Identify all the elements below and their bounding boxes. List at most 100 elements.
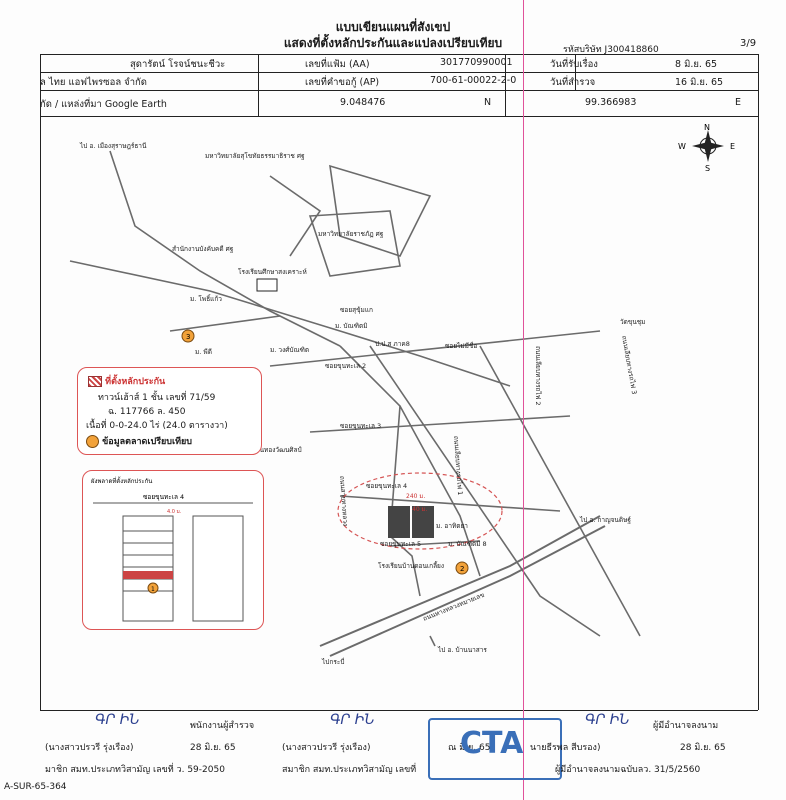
label-resort: เรือนทองวัฒนศิลป์ [250, 446, 302, 454]
compass-east: E [730, 142, 735, 151]
inset-drawing: ผังพลาดที่ตั้งหลักประกัน ซอยขุนทะเล 4 4.… [91, 475, 253, 622]
inset-pin-label: 1 [151, 586, 155, 593]
label-to-surat: ไป อ. เมืองสุราษฎร์ธานี [79, 142, 147, 150]
comparison-circle-icon [86, 435, 99, 448]
label-to-krabi: ไปกระบี่ [321, 657, 344, 666]
table-right-border [758, 54, 759, 710]
label-soi-2: ซอยขุนทะเล 2 [325, 362, 366, 370]
school-icon [256, 278, 278, 292]
soi-khunthale-2 [269, 330, 601, 367]
title-line-1: แบบเขียนแผนที่สังเขป [335, 20, 451, 34]
approver-date: 28 มิ.ย. 65 [680, 743, 726, 753]
campus-outline [269, 175, 322, 257]
label-soi-3: ซอยขุนทะเล 3 [340, 422, 381, 430]
label-school: โรงเรียนศึกษาสงเคราะห์ [238, 268, 307, 276]
reference-number: รหัสบริษัท J300418860 [563, 42, 659, 56]
label-soi-sukkhum: ซอยสุขุ้มแก [340, 306, 373, 314]
legend-comparison: ข้อมูลตลาดเปรียบเทียบ [86, 434, 192, 448]
inset-pin-1 [147, 582, 159, 594]
soi-khunthale-5 [389, 540, 481, 547]
label-soi-maimi: ซอยไม่มีชื่อ [445, 341, 477, 350]
legend-line-3: เนื้อที่ 0-0-24.0 ไร่ (24.0 ตารางวา) [86, 421, 228, 431]
campus-outline-2 [329, 164, 432, 257]
label-soi-4: ซอยขุนทะเล 4 [366, 482, 407, 490]
road-highway-2 [329, 525, 606, 657]
label-uni-rajabhat: มหาวิทยาลัยราชภัฏ ศฐ [318, 230, 384, 238]
road-highway [319, 515, 601, 647]
label-village-bundit2: ม. บัณฑิตมิ 8 [448, 540, 487, 548]
distance-circle [337, 472, 503, 550]
reference-label: รหัสบริษัท [563, 45, 602, 55]
pin-2-label: 2 [460, 565, 464, 573]
legend-comparison-label: ข้อมูลตลาดเปรียบเทียบ [102, 437, 193, 447]
compass-west: W [678, 142, 686, 151]
label-distance-40: 40 ม. [412, 506, 427, 513]
inspector-role: พนักงานผู้สำรวจ [190, 721, 255, 731]
compass-north: N [704, 123, 710, 132]
road-east-west [69, 260, 511, 387]
label-soi-5: ซอยขุนทะเล 5 [380, 540, 421, 548]
survey-date-label: วันที่สำรวจ [550, 77, 596, 88]
info-table-top-border [40, 54, 758, 55]
inset-soi-label: ซอยขุนทะเล 4 [143, 493, 184, 501]
approver-role: ผู้มีอำนาจลงนาม [653, 721, 719, 731]
info-row-2: ล ไทย แอฟไพรซอล จำกัด เลขที่คำขอกู้ (AP)… [40, 72, 758, 91]
label-road-rural-2: ถนนเลียบทางรถไฟ 2 [534, 346, 542, 406]
approver-signature: ԳՐ ԻՆ [585, 712, 630, 728]
pin-3-label: 3 [186, 333, 190, 341]
comparison-pin-3 [181, 329, 195, 343]
label-to-bannasan: ไป อ. บ้านนาสาร [437, 646, 487, 654]
latitude-direction: N [484, 97, 492, 108]
road-to-bannasan [429, 635, 436, 647]
inset-title: ผังพลาดที่ตั้งหลักประกัน [91, 475, 152, 485]
label-uni-sukhothai: มหาวิทยาลัยสุโขทัยธรรมาธิราช ศฐ [205, 152, 305, 160]
collateral-swatch-icon [88, 376, 102, 387]
label-pps: ป.ป.ส ภาค8 [375, 340, 410, 348]
label-road-highway: ถนนทางหลวงหมายเลข [422, 591, 486, 623]
label-road-main: ถนนสายทางหลวง [338, 476, 349, 527]
compass-rose-icon [692, 130, 724, 162]
company-name: ล ไทย แอฟไพรซอล จำกัด [40, 77, 147, 88]
table-divider [575, 54, 576, 90]
reference-value: J300418860 [604, 45, 659, 55]
reviewer-date: ณ มิ.ย. 65 [448, 743, 491, 753]
comparison-pin-2 [455, 561, 469, 575]
collateral-building [388, 506, 434, 538]
longitude-value: 99.366983 [585, 97, 637, 108]
legend-title: ที่ตั้งหลักประกัน [105, 377, 166, 387]
inset-block-left [122, 515, 174, 622]
compass-south: S [705, 164, 710, 173]
label-village-pd: ม. พีดี [195, 348, 212, 356]
location-map: 3 2 N S E W ไป อ. เมืองสุราษฎร์ธานี มหาว… [69, 123, 735, 666]
label-road-rural-1: ถนนเลียบทางรถไฟ 1 [452, 436, 464, 496]
received-date-value: 8 มิ.ย. 65 [675, 59, 718, 70]
form-code: A-SUR-65-364 [4, 782, 67, 792]
legend-line-2: ฉ. 117766 ล. 450 [108, 407, 186, 417]
road-to-surat [109, 150, 341, 347]
townhouse-block [412, 506, 434, 538]
title-line-2: แสดงที่ตั้งหลักประกันและแปลงเปรียบเทียบ [283, 36, 503, 50]
local-road [169, 315, 281, 332]
label-school2: โรงเรียนบ้านดอนเกลี้ยง [378, 561, 444, 570]
road-rural-3 [479, 345, 641, 637]
label-land-office: สำนักงานบังคับคดี ศฐ [172, 245, 234, 253]
reviewer-membership: สมาชิก สมท.ประเภทวิสามัญ เลขที่ [282, 765, 417, 775]
stamp-logo: CTA [460, 726, 524, 761]
map-area: 3 2 N S E W ไป อ. เมืองสุราษฎร์ธานี มหาว… [40, 116, 758, 711]
coordinate-source: กัด / แหล่งที่มา Google Earth [40, 99, 167, 110]
collateral-inset-plan: ผังพลาดที่ตั้งหลักประกัน ซอยขุนทะเล 4 4.… [82, 470, 264, 630]
reviewer-name: (นางสาวปรวรี รุ่งเรือง) [282, 743, 371, 753]
latitude-value: 9.048476 [340, 97, 386, 108]
inset-block-right [192, 515, 244, 622]
table-divider [505, 54, 506, 116]
inspector-signature: ԳՐ ԻՆ [95, 712, 140, 728]
label-village-wongsakol: ม. วงศ์บัณฑิต [270, 346, 309, 354]
info-row-3: กัด / แหล่งที่มา Google Earth 9.048476 N… [40, 90, 758, 117]
soi-khunthale-3 [309, 415, 571, 433]
campus-outline-3 [308, 210, 401, 277]
application-number-label: เลขที่คำขอกู้ (AP) [305, 77, 380, 88]
page-number: 3/9 [740, 38, 757, 49]
survey-date-value: 16 มิ.ย. 65 [675, 77, 724, 88]
table-divider [258, 54, 259, 116]
label-village-phos: ม. โพธิ์แก้ว [190, 294, 222, 303]
